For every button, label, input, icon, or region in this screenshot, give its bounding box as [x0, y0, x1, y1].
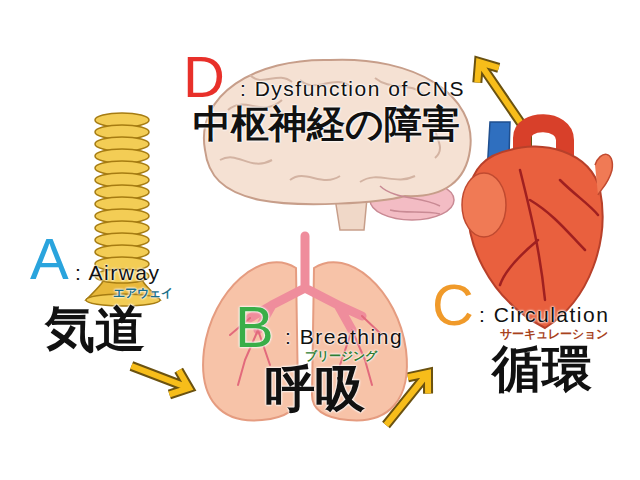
- coronary-vessels: [500, 170, 598, 300]
- japanese-label: 中枢神経の障害: [193, 104, 460, 146]
- english-label: : Airway: [75, 260, 161, 285]
- reading-label: サーキュレーション: [500, 327, 608, 341]
- step-letter: C: [432, 276, 474, 334]
- japanese-label: 呼吸: [265, 362, 365, 417]
- cerebellum-folds: [380, 186, 440, 214]
- atrium: [462, 173, 506, 237]
- english-label: : Breathing: [285, 324, 403, 349]
- reading-label: エアウェイ: [113, 286, 173, 300]
- arrow-fill: [131, 366, 189, 394]
- arrow-outline: [131, 366, 189, 394]
- step-letter: B: [235, 298, 274, 356]
- english-label: : Dysfunction of CNS: [240, 76, 465, 101]
- japanese-label: 循環: [492, 342, 592, 397]
- flow-arrow: [131, 366, 189, 394]
- abcd-node: D : Dysfunction of CNS 中枢神経の障害: [183, 48, 469, 150]
- abcd-node: C: Circulationサーキュレーション循環: [432, 276, 614, 401]
- english-label: : Circulation: [479, 302, 609, 327]
- lungs-illustration: [203, 236, 407, 420]
- left-atrium: [595, 154, 612, 195]
- japanese-label: 気道: [45, 302, 145, 357]
- abcd-node: B: Breathingブリージング呼吸: [192, 298, 408, 421]
- step-letter: D: [183, 48, 225, 106]
- step-letter: A: [30, 230, 69, 288]
- abcd-node: A: Airwayエアウェイ気道: [25, 230, 177, 361]
- heart-illustration: [462, 122, 612, 328]
